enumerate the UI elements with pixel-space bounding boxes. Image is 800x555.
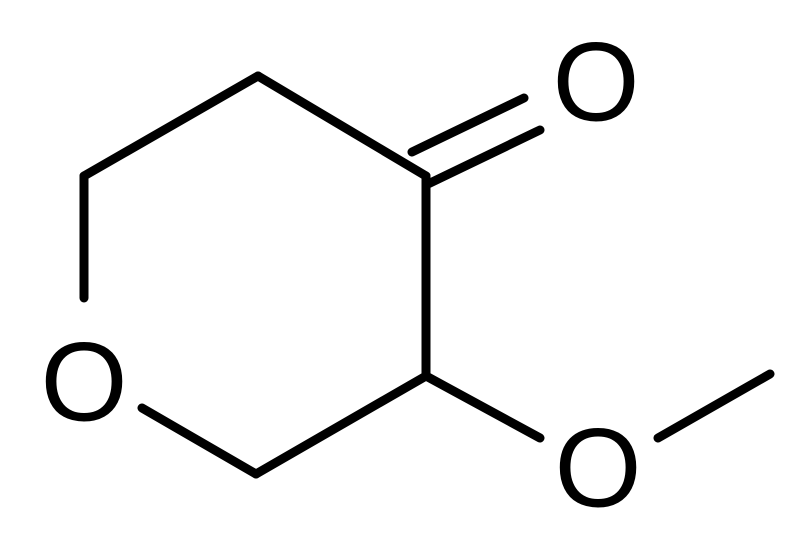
bond-methoxy-oxygen-methyl [653,369,775,443]
bond-c2-c3 [79,71,263,181]
ring-bonds [79,71,431,479]
methoxy-oxygen-label: O [554,406,641,531]
carbonyl-double-bond [407,93,545,189]
bond-c6-c5 [251,371,431,479]
ketone-oxygen-label: O [552,20,639,145]
methoxy-bonds [421,369,775,443]
bond-ring-oxygen-c6 [137,403,261,479]
bond-c3-c4 [253,71,431,181]
bond-c5-methoxy-oxygen [421,371,545,443]
ring-oxygen-label: O [40,320,127,445]
carbonyl-bond-outer [407,93,529,157]
carbonyl-bond-inner [423,125,545,189]
